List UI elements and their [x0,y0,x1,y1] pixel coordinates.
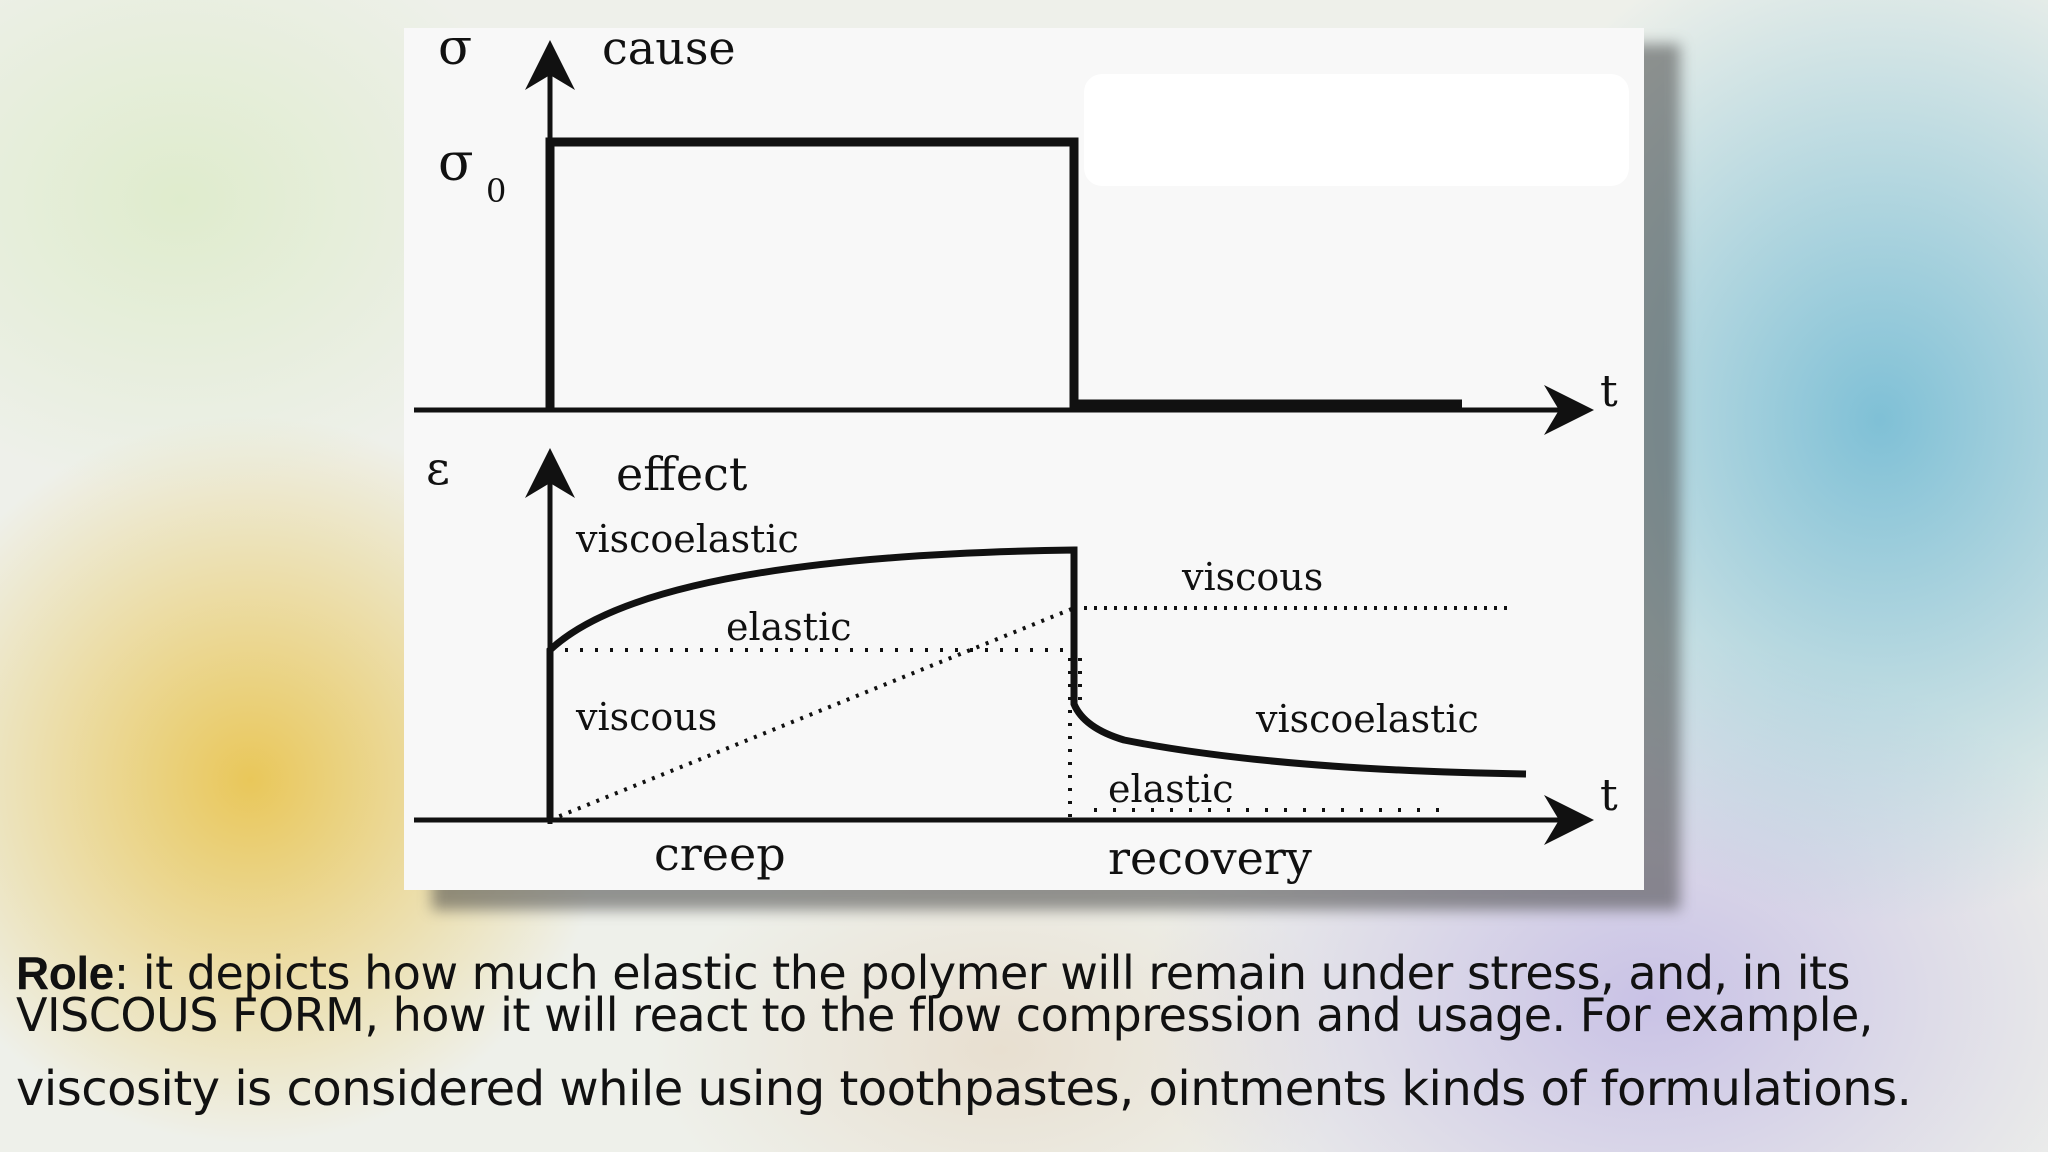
sigma-axis-symbol: σ [438,28,472,76]
diagram-panel: σ cause σ 0 t ε effect viscoelastic elas… [404,28,1644,890]
epsilon-axis-symbol: ε [426,441,450,495]
recovery-phase-label: recovery [1108,831,1312,885]
viscous-recovery-label: viscous [1181,555,1323,599]
top-time-label: t [1600,366,1618,417]
caption-line-3: viscosity is considered while using toot… [16,1061,1912,1117]
blank-label-box [1084,74,1629,186]
elastic-creep-label: elastic [726,605,852,649]
viscous-creep-label: viscous [575,695,717,739]
viscous-creep-dotted-ramp [549,606,1075,822]
cause-label: cause [602,28,736,75]
stress-step-curve [545,137,1462,410]
sigma-zero-subscript: 0 [486,172,506,210]
bottom-time-label: t [1600,770,1618,821]
viscoelastic-strain-curve [546,546,1527,820]
sigma-zero-symbol: σ [438,133,474,193]
caption-line-1-text: : it depicts how much elastic the polyme… [113,946,1851,1000]
caption-line-2: VISCOUS FORM, how it will react to the f… [16,988,1873,1042]
creep-phase-label: creep [654,827,786,881]
viscoelastic-creep-label: viscoelastic [575,517,799,561]
effect-label: effect [616,447,748,501]
creep-recovery-diagram: σ cause σ 0 t ε effect viscoelastic elas… [414,28,1629,885]
elastic-recovery-label: elastic [1108,767,1234,811]
caption-line-1: Role: it depicts how much elastic the po… [16,948,2026,998]
role-label: Role [16,947,114,999]
viscoelastic-recovery-label: viscoelastic [1255,697,1479,741]
